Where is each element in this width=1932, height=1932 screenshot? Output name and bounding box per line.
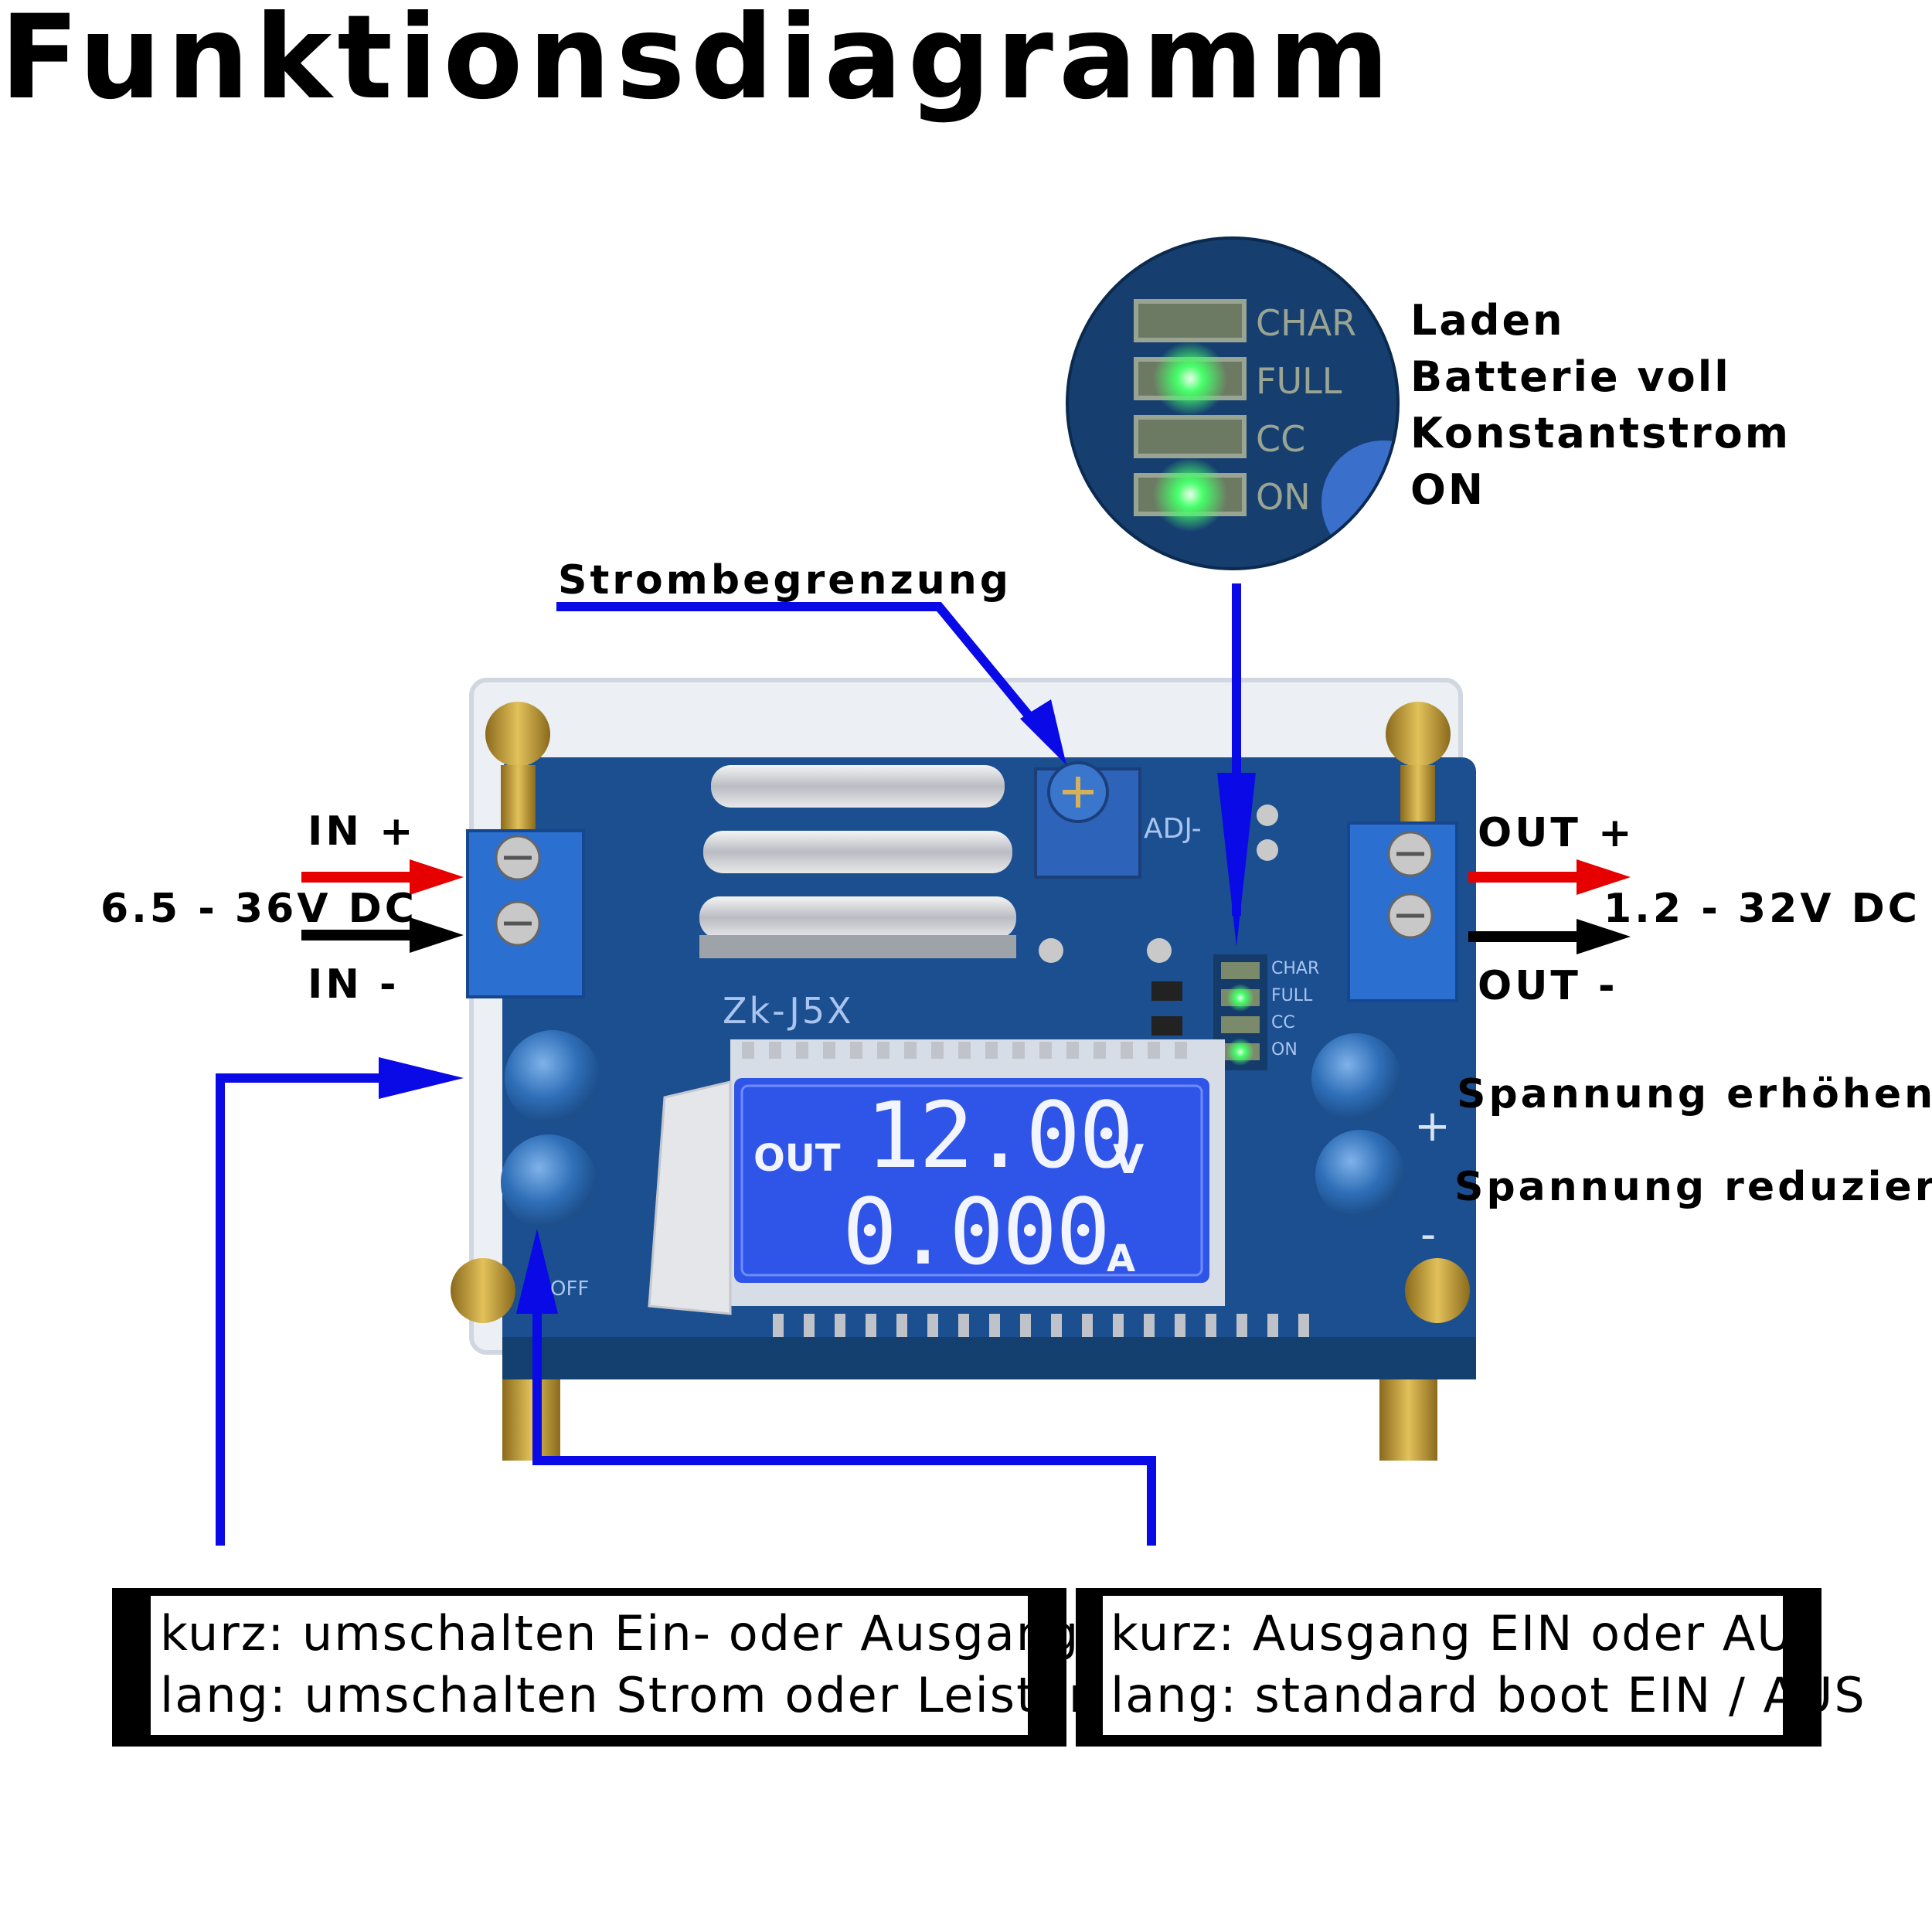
out-plus-label: OUT + bbox=[1478, 810, 1635, 856]
plus-sign: + bbox=[1414, 1101, 1451, 1151]
screw bbox=[451, 1258, 515, 1323]
input-arrows bbox=[301, 859, 464, 953]
screw bbox=[1405, 1258, 1470, 1323]
heatsink bbox=[699, 765, 1016, 958]
led-legend-charging: Laden bbox=[1410, 296, 1565, 345]
adj-label: ADJ- bbox=[1144, 813, 1202, 845]
led-legend-cc: Konstantstrom bbox=[1410, 409, 1791, 457]
board-led-label-full: FULL bbox=[1271, 986, 1313, 1005]
minus-sign: - bbox=[1420, 1209, 1437, 1260]
right-info-box: kurz: Ausgang EIN oder AUS lang: standar… bbox=[1076, 1588, 1865, 1747]
lcd-current: 0.000 bbox=[842, 1179, 1111, 1285]
pointer-arrowheads bbox=[379, 699, 1256, 1314]
in-range-label: 6.5 - 36V DC bbox=[100, 886, 417, 932]
board-led-label-cc: CC bbox=[1271, 1013, 1295, 1032]
pointer-lines bbox=[216, 583, 1241, 1546]
output-terminal bbox=[1347, 821, 1458, 1002]
left-info-line-2: lang: umschalten Strom oder Leistung bbox=[160, 1667, 1133, 1723]
lcd-current-unit: A bbox=[1107, 1237, 1136, 1281]
off-label: OFF bbox=[550, 1277, 590, 1301]
button-left-top bbox=[505, 1030, 600, 1126]
lcd-voltage: 12.00 bbox=[866, 1082, 1134, 1189]
lcd-voltage-unit: V bbox=[1113, 1137, 1145, 1183]
left-info-line-1: kurz: umschalten Ein- oder Ausgang bbox=[160, 1605, 1080, 1662]
zoom-led-label-char: CHAR bbox=[1256, 302, 1357, 344]
voltage-down-label: Spannung reduzieren bbox=[1454, 1164, 1932, 1210]
out-range-label: 1.2 - 32V DC bbox=[1604, 886, 1920, 932]
right-info-line-1: kurz: Ausgang EIN oder AUS bbox=[1111, 1605, 1825, 1662]
voltage-up-label: Spannung erhöhen bbox=[1457, 1071, 1932, 1117]
out-minus-label: OUT - bbox=[1478, 963, 1618, 1009]
zoom-led-label-cc: CC bbox=[1256, 418, 1306, 460]
in-minus-label: IN - bbox=[308, 961, 400, 1008]
button-right-bottom bbox=[1315, 1130, 1405, 1219]
input-terminal bbox=[466, 829, 585, 998]
led-legend-on: ON bbox=[1410, 465, 1486, 514]
zoom-led-label-full: FULL bbox=[1256, 360, 1342, 402]
board-led-label-char: CHAR bbox=[1271, 959, 1320, 978]
board-led-label-on: ON bbox=[1271, 1040, 1298, 1060]
left-info-box: kurz: umschalten Ein- oder Ausgang lang:… bbox=[112, 1588, 1131, 1747]
screw bbox=[1386, 702, 1451, 767]
right-info-line-2: lang: standard boot EIN / AUS bbox=[1111, 1667, 1866, 1723]
lcd-mode: OUT bbox=[753, 1137, 841, 1180]
board-model-label: Zk-J5X bbox=[723, 990, 854, 1032]
screw bbox=[485, 702, 550, 767]
output-arrows bbox=[1468, 859, 1631, 954]
led-zoom bbox=[1067, 238, 1398, 569]
current-limit-label: Strombegrenzung bbox=[558, 557, 1012, 604]
led-legend-full: Batterie voll bbox=[1410, 352, 1731, 401]
button-right-top bbox=[1311, 1033, 1401, 1123]
lcd-screen bbox=[734, 1078, 1209, 1283]
zoom-led-label-on: ON bbox=[1256, 476, 1311, 518]
page-title: Funktionsdiagramm bbox=[0, 0, 1395, 125]
in-plus-label: IN + bbox=[308, 808, 417, 855]
button-left-bottom bbox=[501, 1134, 597, 1230]
potentiometer bbox=[1034, 761, 1141, 879]
